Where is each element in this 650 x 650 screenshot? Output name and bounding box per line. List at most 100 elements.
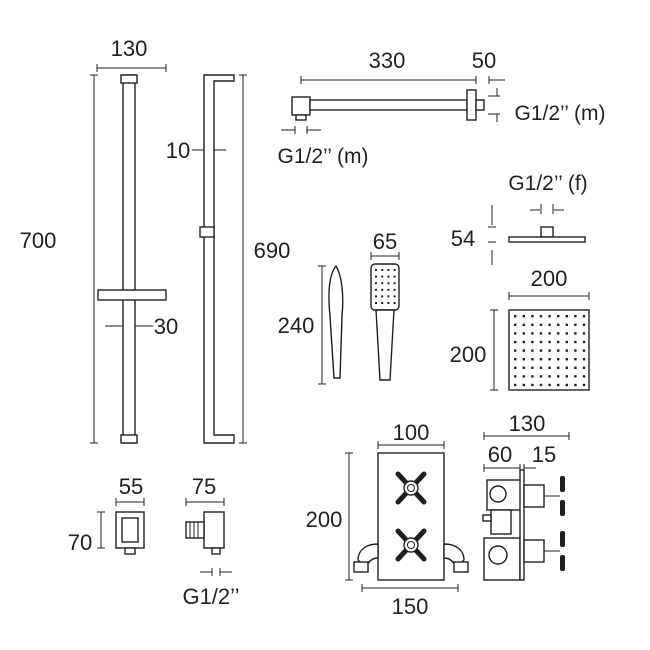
nozzle-dot — [557, 383, 560, 387]
valve-plate-width-label: 100 — [393, 420, 430, 445]
nozzle-dot — [522, 349, 525, 352]
nozzle-dot — [387, 295, 390, 298]
nozzle-dot — [522, 332, 525, 335]
nozzle-dot — [582, 349, 586, 352]
shower-arm-flange-label: 50 — [472, 48, 496, 73]
nozzle-dot — [531, 332, 534, 335]
wall-outlet-thread-label: G1/2’’ — [182, 584, 239, 609]
nozzle-dot — [522, 315, 525, 318]
nozzle-dot — [582, 366, 586, 369]
nozzle-dot — [557, 358, 560, 361]
nozzle-dot — [548, 340, 551, 344]
nozzle-dot — [393, 302, 396, 304]
riser-rail-height-label: 690 — [254, 238, 291, 263]
nozzle-dot — [557, 375, 560, 378]
nozzle-dot — [548, 358, 551, 361]
shower-arm-outlet-thread-label: G1/2’’ (m) — [514, 102, 605, 125]
nozzle-dot — [381, 295, 384, 298]
nozzle-dot — [522, 375, 525, 378]
nozzle-dot — [557, 349, 560, 352]
nozzle-dot — [393, 282, 396, 285]
nozzle-dot — [582, 315, 586, 318]
valve-plate-depth-label: 15 — [532, 442, 556, 467]
nozzle-dot — [539, 340, 543, 344]
handset-drawing — [318, 252, 400, 385]
nozzle-dot — [574, 323, 577, 326]
nozzle-dot — [582, 332, 586, 335]
overhead-head-width-label: 200 — [531, 266, 568, 291]
nozzle-dot — [393, 269, 396, 271]
nozzle-dot — [381, 288, 384, 291]
nozzle-dot — [375, 288, 377, 291]
valve-side-drawing — [482, 432, 570, 581]
nozzle-dot — [514, 366, 517, 369]
overhead-head-height-label: 200 — [450, 342, 487, 367]
nozzle-dot — [393, 295, 396, 298]
nozzle-dot — [548, 332, 551, 335]
overhead-head-thread-label: G1/2’’ (f) — [508, 172, 587, 195]
shower-arm-length-label: 330 — [369, 48, 406, 73]
cross-handle[interactable] — [395, 471, 427, 505]
nozzle-dot — [393, 288, 396, 291]
valve-front-drawing — [345, 441, 469, 592]
nozzle-dot — [557, 340, 560, 344]
nozzle-dot — [539, 315, 543, 318]
nozzle-dot — [514, 340, 517, 344]
nozzle-dot — [565, 315, 568, 318]
nozzle-dot — [514, 383, 517, 387]
nozzle-dot — [531, 383, 534, 387]
nozzle-dot — [565, 383, 568, 387]
nozzle-dot — [522, 366, 525, 369]
nozzle-dot — [514, 315, 517, 318]
nozzle-dot — [522, 340, 525, 344]
nozzle-dot — [531, 375, 534, 378]
nozzle-dot — [539, 366, 543, 369]
nozzle-dot — [531, 323, 534, 326]
nozzle-dot — [381, 302, 384, 304]
nozzle-dot — [582, 323, 586, 326]
slide-rail-height-label: 700 — [20, 228, 57, 253]
nozzle-dot — [381, 269, 384, 271]
nozzle-dot — [557, 332, 560, 335]
nozzle-dot — [574, 366, 577, 369]
nozzle-dot — [539, 332, 543, 335]
nozzle-dot — [565, 323, 568, 326]
nozzle-dot — [381, 282, 384, 285]
nozzle-dot — [548, 315, 551, 318]
nozzle-dot — [375, 269, 377, 271]
nozzle-dot — [522, 358, 525, 361]
nozzle-dot — [565, 366, 568, 369]
nozzle-dot — [387, 275, 390, 278]
nozzle-dot — [574, 315, 577, 318]
nozzle-dot — [574, 340, 577, 344]
nozzle-dot — [375, 275, 377, 278]
nozzle-dot — [574, 383, 577, 387]
nozzle-dot — [539, 358, 543, 361]
slide-rail-drawing — [90, 64, 167, 444]
nozzle-dot — [531, 358, 534, 361]
nozzle-dot — [375, 302, 377, 304]
shower-arm-drawing — [281, 76, 505, 134]
nozzle-dot — [514, 349, 517, 352]
valve-centres-label: 150 — [392, 594, 429, 619]
nozzle-dot — [375, 282, 377, 285]
nozzle-dot — [582, 383, 586, 387]
nozzle-dot — [514, 332, 517, 335]
nozzle-dot — [565, 349, 568, 352]
overhead-head-side-drawing — [488, 204, 586, 265]
nozzle-dot — [565, 332, 568, 335]
nozzle-dot — [514, 375, 517, 378]
nozzle-dot — [574, 358, 577, 361]
cross-handle[interactable] — [395, 528, 427, 562]
nozzle-dot — [514, 323, 517, 326]
nozzle-dot — [387, 288, 390, 291]
wall-outlet-drawing — [97, 498, 232, 576]
nozzle-dot — [522, 323, 525, 326]
nozzle-dot — [387, 302, 390, 304]
valve-body-depth-label: 60 — [488, 442, 512, 467]
nozzle-dot — [582, 375, 586, 378]
nozzle-dot — [381, 275, 384, 278]
nozzle-dot — [548, 349, 551, 352]
wall-outlet-width-label: 55 — [119, 474, 143, 499]
